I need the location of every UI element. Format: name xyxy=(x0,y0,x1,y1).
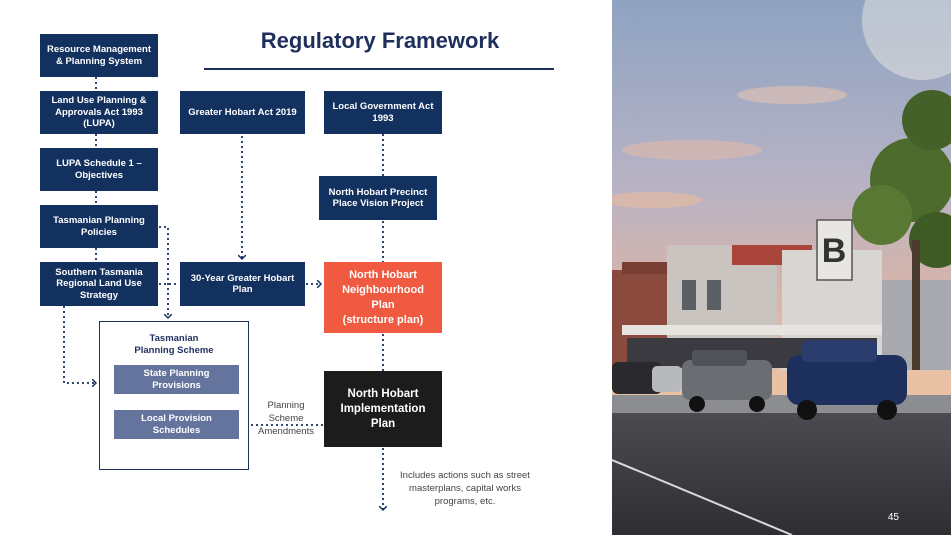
box-resource-management-planning-system: Resource Management & Planning System xyxy=(40,34,158,77)
box-north-hobart-place-vision: North Hobart Precinct Place Vision Proje… xyxy=(319,176,437,220)
nhnp-line-2: Neighbourhood Plan xyxy=(342,283,424,311)
box-30-year-greater-hobart-plan: 30-Year Greater Hobart Plan xyxy=(180,262,305,306)
planning-scheme-amendments-note: Planning Scheme Amendments xyxy=(249,399,323,438)
box-north-hobart-neighbourhood-plan: North Hobart Neighbourhood Plan (structu… xyxy=(324,262,442,333)
box-tasmanian-planning-policies: Tasmanian Planning Policies xyxy=(40,205,158,248)
box-southern-tasmania-strategy: Southern Tasmania Regional Land Use Stra… xyxy=(40,262,158,306)
amend-line-2: Amendments xyxy=(258,426,314,437)
street-photo: B 45 xyxy=(612,0,951,535)
box-local-government-act: Local Government Act 1993 xyxy=(324,91,442,134)
nhnp-line-1: North Hobart xyxy=(349,268,417,281)
nhip-line-1: North Hobart xyxy=(347,387,419,400)
tps-line-1: Tasmanian xyxy=(149,333,199,344)
box-state-planning-provisions: State Planning Provisions xyxy=(114,365,239,394)
actions-note: Includes actions such as street masterpl… xyxy=(390,469,540,508)
tasmanian-planning-scheme-title: Tasmanian Planning Scheme xyxy=(99,333,249,357)
actions-line-3: programs, etc. xyxy=(434,496,496,507)
tps-line-2: Planning Scheme xyxy=(134,345,214,356)
link-stlus-spp xyxy=(63,306,96,383)
street-scene-image: B xyxy=(612,0,951,535)
box-lupa-act: Land Use Planning & Approvals Act 1993 (… xyxy=(40,91,158,134)
box-north-hobart-implementation-plan: North Hobart Implementation Plan xyxy=(324,371,442,447)
actions-line-1: Includes actions such as street xyxy=(400,470,530,481)
box-local-provision-schedules: Local Provision Schedules xyxy=(114,410,239,439)
page-title: Regulatory Framework xyxy=(260,28,500,53)
actions-line-2: masterplans, capital works xyxy=(409,483,521,494)
link-tpp-tps xyxy=(159,226,168,318)
svg-text:B: B xyxy=(822,232,847,270)
page-number: 45 xyxy=(887,512,899,523)
nhnp-line-3: (structure plan) xyxy=(342,313,424,326)
nhip-line-2: Implementation Plan xyxy=(340,402,426,430)
amend-line-1: Planning Scheme xyxy=(267,400,305,424)
box-greater-hobart-act: Greater Hobart Act 2019 xyxy=(180,91,305,134)
connector-lines xyxy=(63,77,612,535)
title-divider xyxy=(204,68,554,70)
box-lupa-schedule-1: LUPA Schedule 1 – Objectives xyxy=(40,148,158,191)
tasmanian-planning-scheme-frame xyxy=(99,321,249,470)
